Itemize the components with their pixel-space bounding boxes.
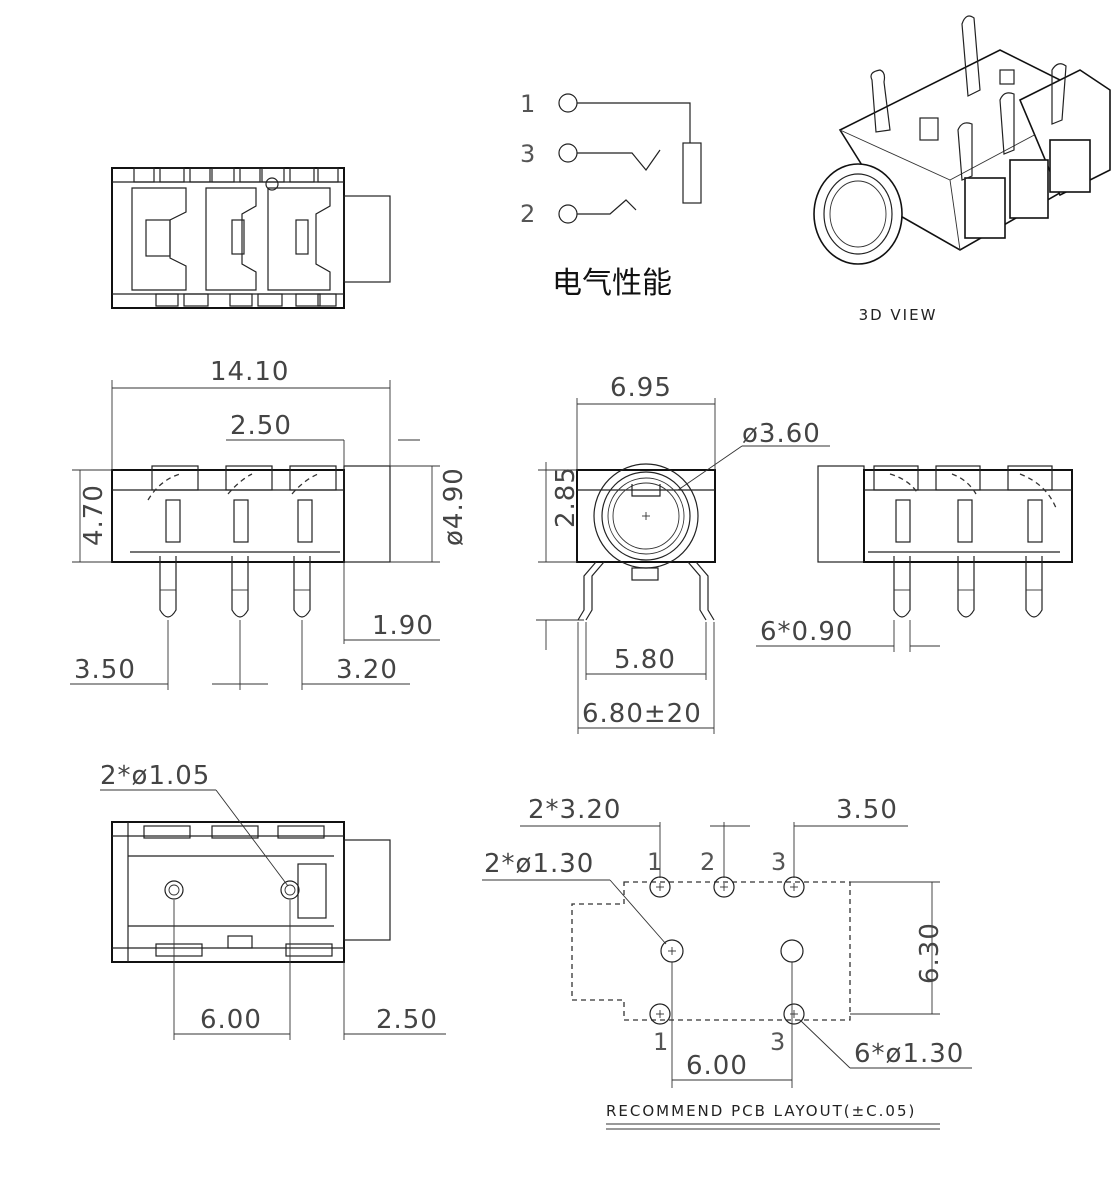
- dim-side-length: 14.10: [210, 357, 289, 387]
- pcb-pin-label-2: 2: [700, 848, 715, 876]
- dim-pcb-pitch-b: 2*3.20: [528, 795, 621, 825]
- pcb-pad-1-top: [649, 876, 671, 898]
- dim-side-offset: 2.50: [230, 411, 292, 441]
- pcb-pin-label-3-bottom: 3: [770, 1028, 785, 1056]
- rear-view: 6*0.90: [756, 465, 1073, 652]
- schematic-pin-1: 1: [520, 90, 535, 118]
- bottom-view: 2*ø1.05 6.00 2.50: [100, 761, 446, 1040]
- pcb-pad-3-top: [783, 876, 805, 898]
- schematic-pin-2: 2: [520, 200, 535, 228]
- dim-bottom-post: 2*ø1.05: [100, 761, 210, 791]
- pcb-pad-2-top: [713, 876, 735, 898]
- dim-pcb-post-hole: 2*ø1.30: [484, 849, 594, 879]
- dim-front-hole: ø3.60: [742, 419, 821, 449]
- dim-side-barrel: ø4.90: [439, 467, 469, 546]
- three-d-view-label: 3D VIEW: [859, 306, 938, 324]
- dim-pcb-pitch-a: 3.50: [836, 795, 898, 825]
- dim-rear-pin: 6*0.90: [760, 617, 853, 647]
- dim-side-lead: 1.90: [372, 611, 434, 641]
- schematic-title: 电气性能: [552, 266, 672, 301]
- dim-front-center: 2.85: [551, 466, 581, 528]
- side-view: 14.10 2.50 4.70 ø4.90 1.90 3.50 3.20: [70, 357, 469, 690]
- top-view: [111, 167, 391, 309]
- dim-side-pitch-b: 3.20: [336, 655, 398, 685]
- three-d-view: 3D VIEW: [813, 15, 1111, 324]
- pcb-pin-label-1: 1: [647, 848, 662, 876]
- dim-pcb-depth: 6.30: [915, 922, 945, 984]
- pcb-pad-3-bottom: [783, 1003, 805, 1025]
- pcb-caption: RECOMMEND PCB LAYOUT(±C.05): [606, 1102, 916, 1120]
- dim-bottom-spacing: 6.00: [200, 1005, 262, 1035]
- pcb-pad-1-bottom: [649, 1003, 671, 1025]
- dim-pcb-spacing: 6.00: [686, 1051, 748, 1081]
- dim-side-pitch-a: 3.50: [74, 655, 136, 685]
- dim-front-width: 6.95: [610, 373, 672, 403]
- dim-front-pin-outer: 6.80±20: [582, 699, 702, 729]
- pcb-pin-label-3: 3: [771, 848, 786, 876]
- schematic: 1 3 2 电气性能: [520, 90, 702, 301]
- front-view: 6.95 ø3.60 2.85 5.80 6.80±20: [536, 373, 830, 734]
- pcb-post-right: [780, 939, 804, 963]
- schematic-pin-3: 3: [520, 140, 535, 168]
- dim-front-pin-span: 5.80: [614, 645, 676, 675]
- dim-pcb-pin-hole: 6*ø1.30: [854, 1039, 964, 1069]
- pcb-layout: 1 2 3 1 3 2*3.20 3.50 2*ø1.30 6.30 6*ø1.…: [482, 795, 972, 1130]
- pcb-pin-label-1-bottom: 1: [653, 1028, 668, 1056]
- dim-side-height: 4.70: [79, 484, 109, 546]
- pcb-post-left: [660, 939, 684, 963]
- dim-bottom-front: 2.50: [376, 1005, 438, 1035]
